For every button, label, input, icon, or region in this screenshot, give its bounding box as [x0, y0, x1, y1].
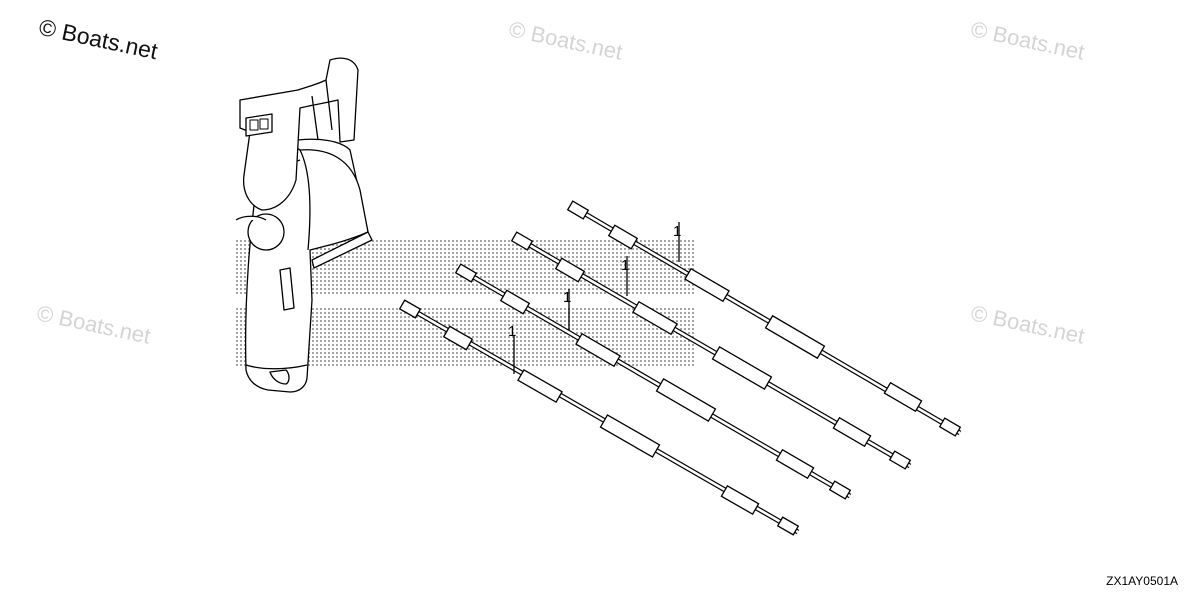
control-cable-2	[454, 263, 852, 500]
callout-cable-4: 1	[673, 223, 681, 240]
diagram-code: ZX1AY0501A	[1106, 574, 1178, 588]
callout-cable-2: 1	[563, 289, 571, 306]
control-cable-3	[510, 231, 912, 470]
control-cable-4	[566, 200, 962, 437]
control-cable-1	[398, 299, 800, 536]
callout-cable-1: 1	[508, 323, 516, 340]
remote-control-box	[235, 57, 373, 393]
callout-cable-3: 1	[621, 257, 629, 274]
